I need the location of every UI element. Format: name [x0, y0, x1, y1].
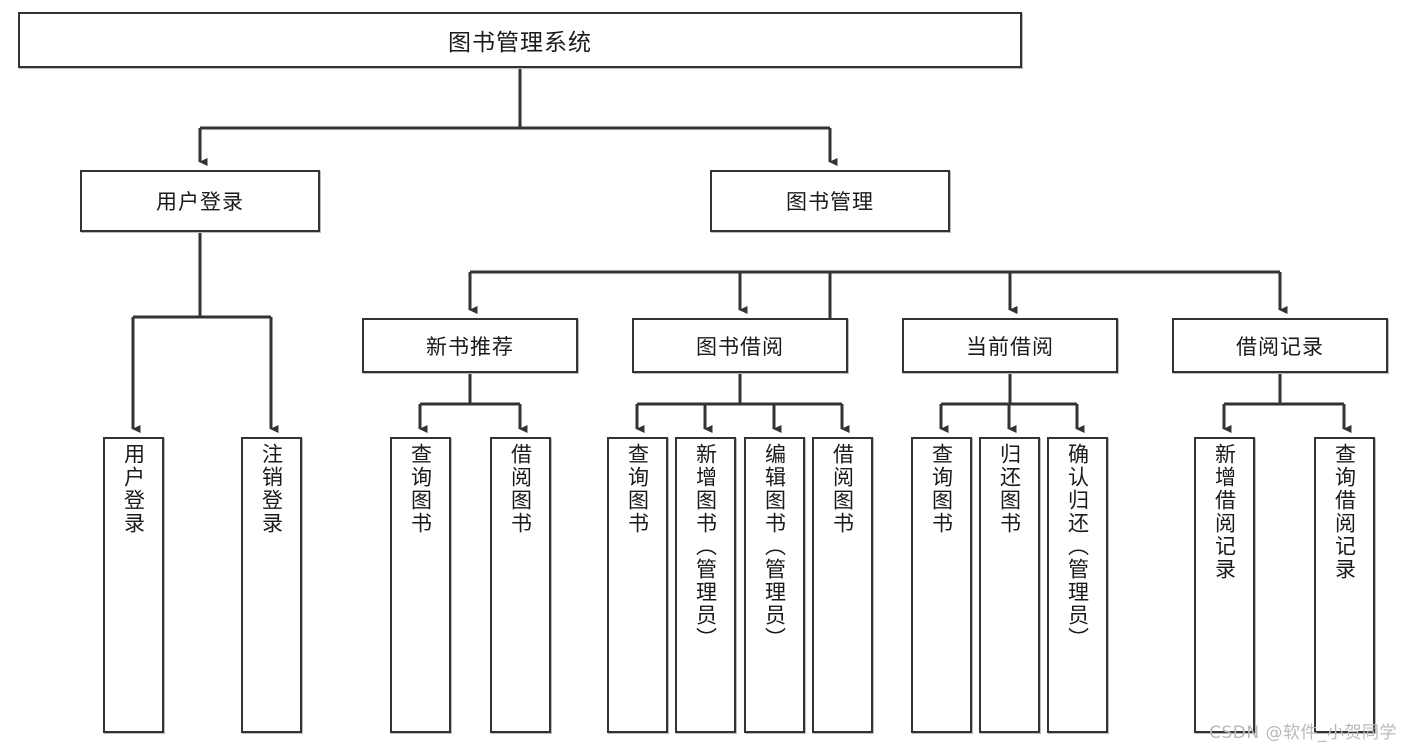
- leaf-add-borrow-record[interactable]: 新增借阅记录: [1194, 437, 1255, 733]
- leaf-add-book[interactable]: 新增图书（管理员）: [675, 437, 736, 733]
- node-book-management-label: 图书管理: [786, 190, 874, 214]
- leaf-return-book-label: 归还图书: [997, 443, 1022, 535]
- node-root-label: 图书管理系统: [448, 30, 592, 56]
- leaf-add-borrow-record-label: 新增借阅记录: [1212, 443, 1237, 581]
- leaf-return-book[interactable]: 归还图书: [979, 437, 1040, 733]
- node-user-login[interactable]: 用户登录: [80, 170, 320, 232]
- leaf-query-book-current[interactable]: 查询图书: [911, 437, 972, 733]
- node-new-book-recommend[interactable]: 新书推荐: [362, 318, 578, 373]
- node-root-book-management-system[interactable]: 图书管理系统: [18, 12, 1022, 68]
- leaf-query-book-recommend[interactable]: 查询图书: [390, 437, 451, 733]
- leaf-query-book-recommend-label: 查询图书: [408, 443, 433, 535]
- leaf-user-logout[interactable]: 注销登录: [241, 437, 302, 733]
- leaf-edit-book-label: 编辑图书（管理员）: [762, 443, 787, 650]
- leaf-user-login-label: 用户登录: [121, 443, 146, 535]
- leaf-confirm-return-label: 确认归还（管理员）: [1065, 443, 1090, 650]
- leaf-query-book-current-label: 查询图书: [929, 443, 954, 535]
- node-borrow-record-label: 借阅记录: [1236, 334, 1324, 359]
- node-user-login-label: 用户登录: [156, 190, 244, 214]
- leaf-query-book-borrow[interactable]: 查询图书: [607, 437, 668, 733]
- leaf-borrow-book-label: 借阅图书: [830, 443, 855, 535]
- leaf-borrow-book-recommend[interactable]: 借阅图书: [490, 437, 551, 733]
- leaf-confirm-return[interactable]: 确认归还（管理员）: [1047, 437, 1108, 733]
- leaf-edit-book[interactable]: 编辑图书（管理员）: [744, 437, 805, 733]
- node-current-borrow-label: 当前借阅: [966, 334, 1054, 359]
- leaf-user-logout-label: 注销登录: [259, 443, 284, 535]
- node-book-management[interactable]: 图书管理: [710, 170, 950, 232]
- node-book-borrow-label: 图书借阅: [696, 334, 784, 359]
- node-current-borrow[interactable]: 当前借阅: [902, 318, 1118, 373]
- leaf-borrow-book[interactable]: 借阅图书: [812, 437, 873, 733]
- csdn-watermark: CSDN @软件_小贺同学: [1209, 723, 1397, 743]
- node-new-book-recommend-label: 新书推荐: [426, 334, 514, 359]
- leaf-user-login[interactable]: 用户登录: [103, 437, 164, 733]
- node-borrow-record[interactable]: 借阅记录: [1172, 318, 1388, 373]
- leaf-query-borrow-record[interactable]: 查询借阅记录: [1314, 437, 1375, 733]
- node-book-borrow[interactable]: 图书借阅: [632, 318, 848, 373]
- leaf-add-book-label: 新增图书（管理员）: [693, 443, 718, 650]
- leaf-query-borrow-record-label: 查询借阅记录: [1332, 443, 1357, 581]
- leaf-borrow-book-recommend-label: 借阅图书: [508, 443, 533, 535]
- leaf-query-book-borrow-label: 查询图书: [625, 443, 650, 535]
